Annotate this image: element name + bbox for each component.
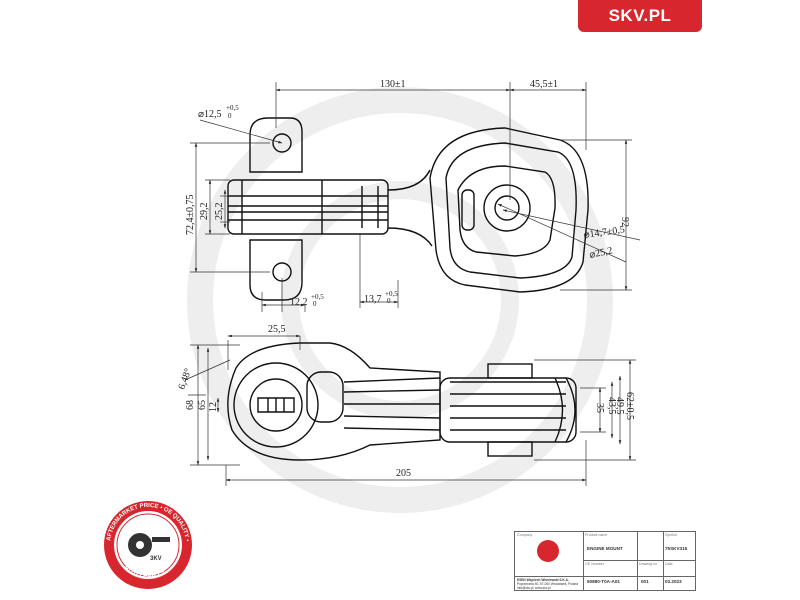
dim-25-2-left: 25,2 <box>214 203 225 221</box>
company-contact: info@skv.pl, www.skv.pl <box>517 586 551 590</box>
date-label: Date <box>665 562 673 566</box>
company-address: Poprzeczna 40, 57-000 Wrocławek, Poland <box>517 582 579 586</box>
symbol-label: Symbol <box>665 533 677 537</box>
dim-hole-12-5: ⌀12,5 <box>198 109 222 120</box>
dim-12-2-tol: +0,5 <box>311 293 324 301</box>
dim-hole-12-5-tol: +0,5 <box>226 104 239 112</box>
product-name: ENGINE MOUNT <box>587 546 623 551</box>
dim-13-7: 13,7 <box>364 294 382 305</box>
dim-12: 12 <box>208 402 219 412</box>
side-view-dimension-lines <box>184 334 636 486</box>
dim-205: 205 <box>396 468 411 479</box>
top-view-dimension-lines <box>190 82 641 312</box>
drawing-date: 03.2023 <box>665 579 682 584</box>
dim-92: 92 <box>619 217 630 227</box>
dim-angle: 6,48° <box>176 367 194 391</box>
product-label: Product name <box>585 533 608 537</box>
side-view-part <box>227 342 577 461</box>
dim-13-7-tol: +0,5 <box>385 290 398 298</box>
dim-hole-12-5-zero: 0 <box>228 112 232 120</box>
company-label: Company <box>517 533 533 537</box>
title-block: Company Product name Symbol ENGINE MOUNT… <box>514 531 696 591</box>
dim-35: 35 <box>594 403 605 413</box>
oe-number: 50880-T0A-A01 <box>587 579 620 584</box>
gear-icon <box>128 533 170 557</box>
dim-72-4: 72,4±0,75 <box>185 195 196 236</box>
dim-43-5: 43,5 <box>606 397 617 415</box>
dim-25-2-right: ⌀25,2 <box>588 245 613 261</box>
dim-49-5: 49,5 <box>614 397 625 415</box>
dim-68: 68 <box>185 400 196 410</box>
seal-badge: 3KV <box>150 556 162 562</box>
dim-45-5: 45,5±1 <box>530 79 558 90</box>
dim-12-2: 12,2 <box>290 297 308 308</box>
symbol-value: 75SKV315 <box>665 546 688 551</box>
drawing-label: Drawing no <box>639 562 658 566</box>
dim-62: 62±0,5 <box>624 392 635 420</box>
oe-label: OE Number <box>585 562 604 566</box>
brand-logo[interactable]: SKV.PL <box>578 0 702 32</box>
top-view-part <box>227 117 589 301</box>
drawing-number: 001 <box>641 579 649 584</box>
quality-seal: 3KV AFTERMARKET PRICE • OE QUALITY • AUT… <box>104 501 192 589</box>
dim-29-2: 29,2 <box>199 203 210 221</box>
title-block-logo <box>537 540 559 562</box>
dim-25-5: 25,5 <box>268 324 286 335</box>
dim-65: 65 <box>197 400 208 410</box>
dim-12-2-zero: 0 <box>313 300 317 308</box>
company-name: ESEN Wojciech Wiśniewski S.K.A. <box>517 578 569 582</box>
dim-130: 130±1 <box>380 79 406 90</box>
dim-13-7-zero: 0 <box>387 297 391 305</box>
